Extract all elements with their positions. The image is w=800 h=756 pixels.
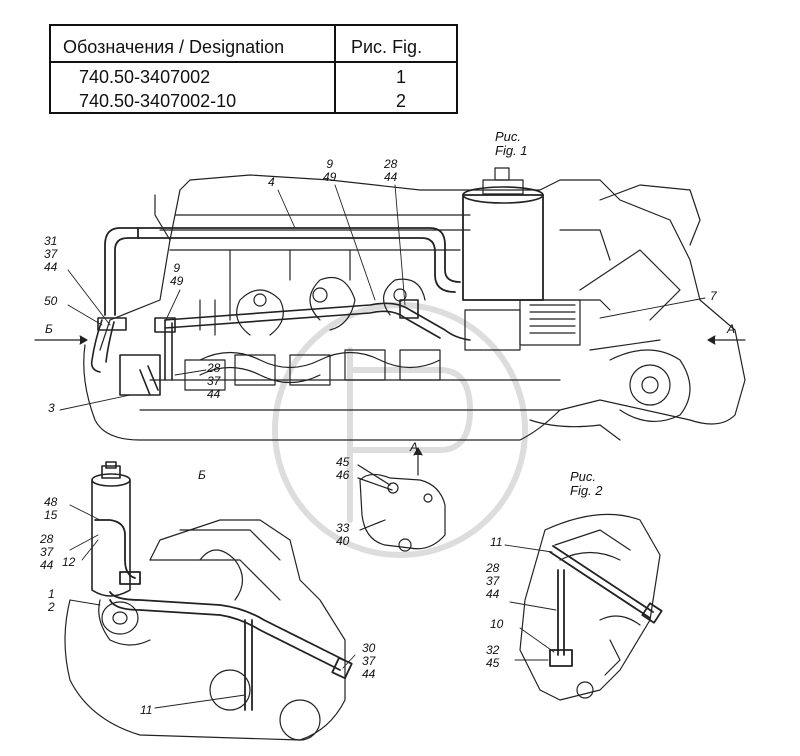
- callout-2: 2: [48, 600, 55, 614]
- callout-32: 32: [486, 643, 500, 657]
- callout-37: 37: [207, 374, 221, 388]
- reservoir-view-b: [91, 461, 131, 597]
- leader-lines-view-b: [69, 504, 356, 709]
- callout-10: 10: [490, 617, 504, 631]
- view-b-assembly: [64, 519, 346, 741]
- callout-49: 49: [170, 274, 184, 288]
- callout-37: 37: [44, 247, 58, 261]
- callout-33: 33: [336, 521, 350, 535]
- callout-1-2: 1 2: [48, 588, 55, 614]
- designation-table: Обозначения / Designation Рис. Fig. 740.…: [49, 24, 458, 114]
- callout-31-37-44: 31 37 44: [44, 235, 57, 274]
- callout-44: 44: [384, 170, 398, 184]
- watermark: [272, 302, 528, 558]
- fig2-label-en: Fig.: [570, 483, 592, 498]
- oil-reservoir: [462, 167, 544, 301]
- callout-9-49-top: 9 49: [323, 158, 336, 184]
- row1-designation: 740.50-3407002: [79, 67, 211, 87]
- callout-28-37-44-fig2: 28 37 44: [486, 562, 499, 601]
- callout-46: 46: [336, 468, 350, 482]
- callout-9: 9: [173, 261, 181, 275]
- fig2-assembly: [519, 513, 661, 701]
- table-header-row: [51, 26, 456, 63]
- view-letter-a-right: А: [727, 322, 736, 336]
- callout-11-fig2: 11: [490, 535, 503, 549]
- view-letter-b-left: Б: [45, 322, 53, 336]
- callout-15: 15: [44, 508, 58, 522]
- callout-37: 37: [40, 545, 54, 559]
- hose-50: [90, 317, 161, 396]
- callout-3: 3: [48, 401, 55, 415]
- callout-9-49-mid: 9 49: [170, 262, 183, 288]
- flange-detail: [357, 447, 446, 552]
- callout-28: 28: [40, 532, 54, 546]
- callout-30-37-44: 30 37 44: [362, 642, 375, 681]
- callout-12: 12: [62, 555, 76, 569]
- callout-1: 1: [48, 587, 55, 601]
- callout-28: 28: [486, 561, 500, 575]
- pipe-9: [154, 299, 471, 381]
- callout-45-46: 45 46: [336, 456, 349, 482]
- callout-33-40: 33 40: [336, 522, 349, 548]
- callout-31: 31: [44, 234, 58, 248]
- steering-pump: [464, 299, 611, 351]
- fig1-label-ru: Рис.: [495, 129, 522, 144]
- view-letter-b-center: Б: [198, 468, 206, 482]
- callout-44: 44: [44, 260, 58, 274]
- callout-40: 40: [336, 534, 350, 548]
- callout-44: 44: [486, 587, 500, 601]
- row2-fig: 2: [396, 91, 407, 111]
- callout-28-44-top: 28 44: [384, 158, 397, 184]
- pipe-4: [104, 227, 461, 316]
- callout-7: 7: [710, 289, 717, 303]
- fig2-label: Рис. Fig. 2: [570, 470, 603, 498]
- callout-48-15: 48 15: [44, 496, 57, 522]
- callout-37: 37: [362, 654, 376, 668]
- callout-37: 37: [486, 574, 500, 588]
- callout-49: 49: [323, 170, 337, 184]
- callout-44: 44: [40, 558, 54, 572]
- callout-32-45: 32 45: [486, 644, 499, 670]
- row1-fig: 1: [396, 67, 407, 87]
- callout-44: 44: [207, 387, 221, 401]
- fig1-label: Рис. Fig. 1: [495, 130, 528, 158]
- leader-lines-fig1: [59, 184, 706, 411]
- fig1-label-en: Fig.: [495, 143, 517, 158]
- pipe-11-view-b: [94, 519, 353, 711]
- view-letter-a-center: А: [410, 440, 419, 454]
- callout-30: 30: [362, 641, 376, 655]
- table-column-divider: [334, 26, 336, 112]
- fig2-label-num: 2: [595, 483, 603, 498]
- callout-44: 44: [362, 667, 376, 681]
- callout-28: 28: [384, 157, 398, 171]
- row2-designation: 740.50-3407002-10: [79, 91, 237, 111]
- callout-28: 28: [207, 361, 221, 375]
- callout-9: 9: [326, 157, 334, 171]
- fig1-label-num: 1: [520, 143, 528, 158]
- view-arrows: [34, 335, 746, 351]
- callout-28-37-44-mid: 28 37 44: [207, 362, 220, 401]
- callout-50: 50: [44, 294, 58, 308]
- leader-lines-fig2: [504, 544, 557, 661]
- callout-48: 48: [44, 495, 58, 509]
- callout-45: 45: [336, 455, 350, 469]
- callout-45: 45: [486, 656, 500, 670]
- pipe-11-fig2: [549, 545, 663, 667]
- callout-4: 4: [268, 175, 275, 189]
- callout-28-37-44-low: 28 37 44: [40, 533, 53, 572]
- callout-11-low: 11: [140, 703, 153, 717]
- header-designation: Обозначения / Designation: [63, 37, 285, 57]
- header-fig: Рис. Fig.: [351, 37, 423, 57]
- fig2-label-ru: Рис.: [570, 469, 597, 484]
- engine-block-outline: [83, 174, 746, 441]
